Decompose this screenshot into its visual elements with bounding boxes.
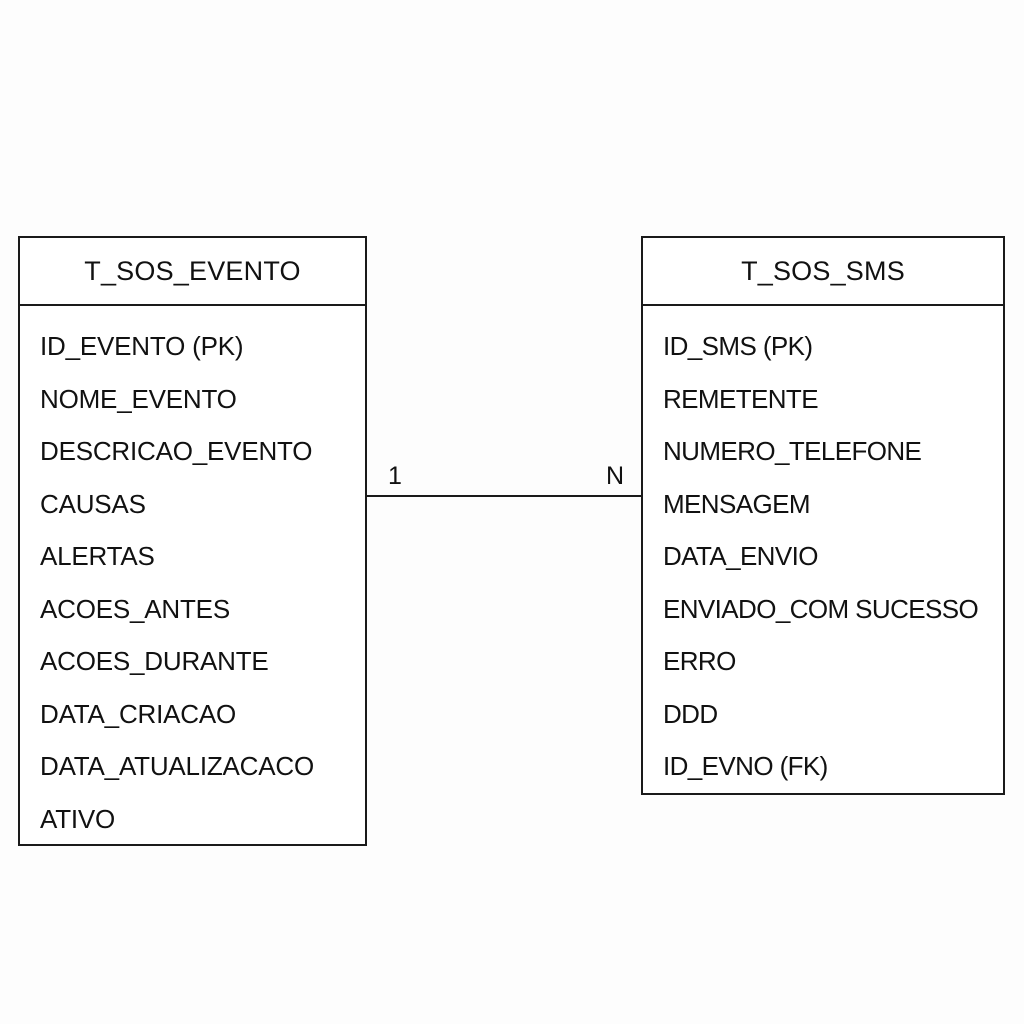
entity-field-data-atualizacao: DATA_ATUALIZACACO xyxy=(40,751,314,781)
entity-field-ativo: ATIVO xyxy=(40,803,116,834)
entity-field-descricao-evento: DESCRICAO_EVENTO xyxy=(40,436,313,466)
entity-field-acoes-durante: ACOES_DURANTE xyxy=(40,646,269,676)
entity-field-list: ID_EVENTO (PK) NOME_EVENTO DESCRICAO_EVE… xyxy=(20,306,365,845)
entity-title: T_SOS_SMS xyxy=(643,238,1003,306)
entity-field-causas: CAUSAS xyxy=(40,488,146,519)
entity-t-sos-sms: T_SOS_SMS ID_SMS (PK) REMETENTE NUMERO_T… xyxy=(641,236,1005,795)
entity-field-numero-telefone: NUMERO_TELEFONE xyxy=(663,436,922,466)
entity-t-sos-evento: T_SOS_EVENTO ID_EVENTO (PK) NOME_EVENTO … xyxy=(18,236,367,846)
entity-field-id-sms: ID_SMS (PK) xyxy=(663,331,813,361)
entity-field-list: ID_SMS (PK) REMETENTE NUMERO_TELEFONE ME… xyxy=(643,306,1003,793)
entity-field-enviado-com-sucesso: ENVIADO_COM SUCESSO xyxy=(663,593,979,624)
entity-field-id-evento: ID_EVENTO (PK) xyxy=(40,331,244,361)
entity-field-nome-evento: NOME_EVENTO xyxy=(40,383,237,414)
entity-field-alertas: ALERTAS xyxy=(40,541,155,571)
entity-field-id-evno-fk: ID_EVNO (FK) xyxy=(663,751,828,781)
entity-field-data-envio: DATA_ENVIO xyxy=(663,541,818,571)
entity-field-erro: ERRO xyxy=(663,646,736,676)
relationship-line xyxy=(367,495,641,497)
entity-field-acoes-antes: ACOES_ANTES xyxy=(40,593,230,624)
cardinality-many-label: N xyxy=(606,462,625,490)
cardinality-one-label: 1 xyxy=(388,462,402,490)
entity-field-ddd: DDD xyxy=(663,698,718,729)
entity-field-data-criacao: DATA_CRIACAO xyxy=(40,698,237,729)
entity-field-remetente: REMETENTE xyxy=(663,383,819,414)
entity-title: T_SOS_EVENTO xyxy=(20,238,365,306)
entity-field-mensagem: MENSAGEM xyxy=(663,488,810,519)
